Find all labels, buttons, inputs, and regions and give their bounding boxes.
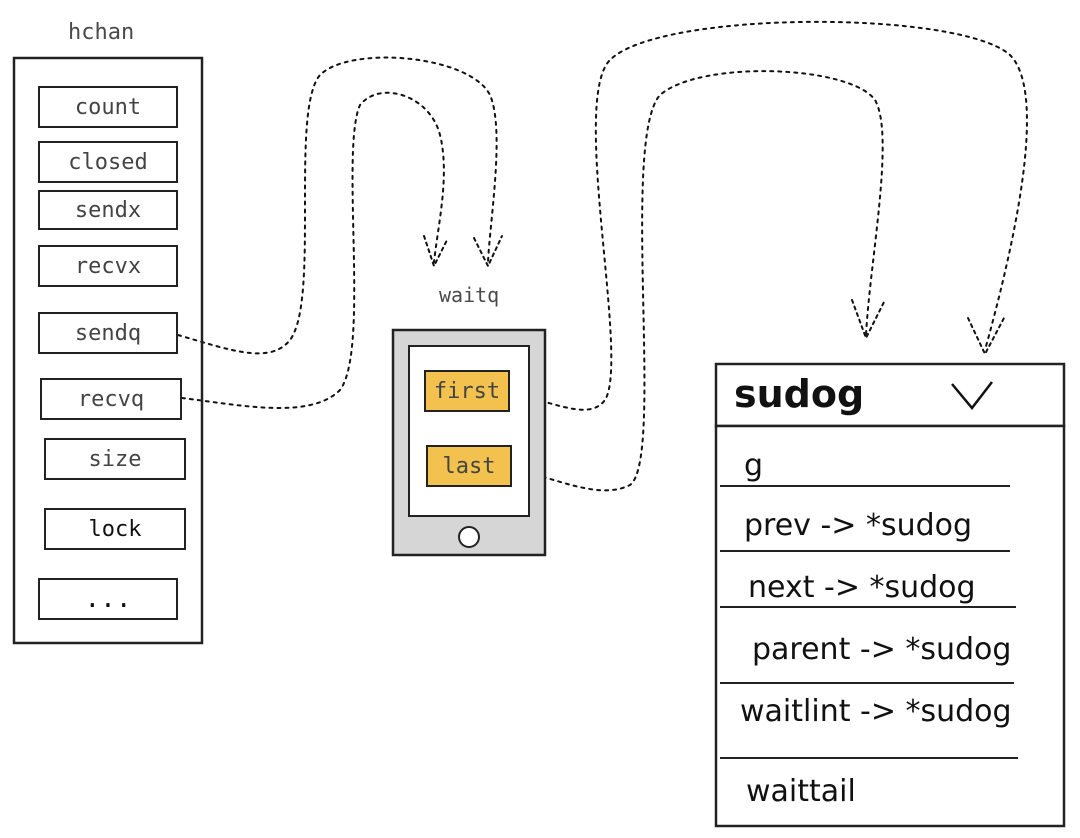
recvq-arrowhead	[423, 235, 449, 269]
waitq-box	[391, 328, 547, 557]
hchan-box	[12, 56, 204, 645]
hchan-field-sendx: sendx	[38, 190, 178, 230]
sudog-row-prev: prev -> *sudog	[744, 508, 973, 543]
hchan-field-sendq: sendq	[38, 312, 178, 354]
sudog-title: sudog	[734, 372, 865, 416]
hchan-field-size: size	[44, 438, 186, 480]
hchan-field-closed: closed	[38, 141, 178, 183]
sudog-box	[714, 362, 1066, 828]
waitq-field-last: last	[426, 445, 512, 487]
sudog-row-waittail: waittail	[746, 774, 856, 809]
hchan-field-recvx: recvx	[38, 245, 178, 287]
sendq-arrowhead	[473, 235, 503, 269]
hchan-field-lock: lock	[44, 508, 186, 550]
waitq-title: waitq	[439, 283, 500, 307]
last-arrowhead	[851, 299, 885, 341]
first-arrow	[509, 20, 1028, 411]
recvq-arrow	[181, 91, 445, 409]
first-arrowhead	[967, 317, 1005, 357]
hchan-title: hchan	[68, 20, 135, 45]
chevron-down-icon	[950, 380, 994, 412]
sendq-arrow	[177, 56, 498, 355]
hchan-field-more: ...	[38, 578, 178, 620]
last-arrow	[511, 70, 884, 492]
hchan-field-count: count	[38, 86, 178, 128]
sudog-row-g: g	[744, 448, 764, 483]
sudog-row-next: next -> *sudog	[748, 570, 976, 605]
hchan-field-recvq: recvq	[40, 378, 182, 420]
waitq-field-first: first	[424, 370, 510, 412]
sudog-row-parent: parent -> *sudog	[752, 632, 1012, 667]
sudog-row-waitlint: waitlint -> *sudog	[740, 694, 1012, 729]
